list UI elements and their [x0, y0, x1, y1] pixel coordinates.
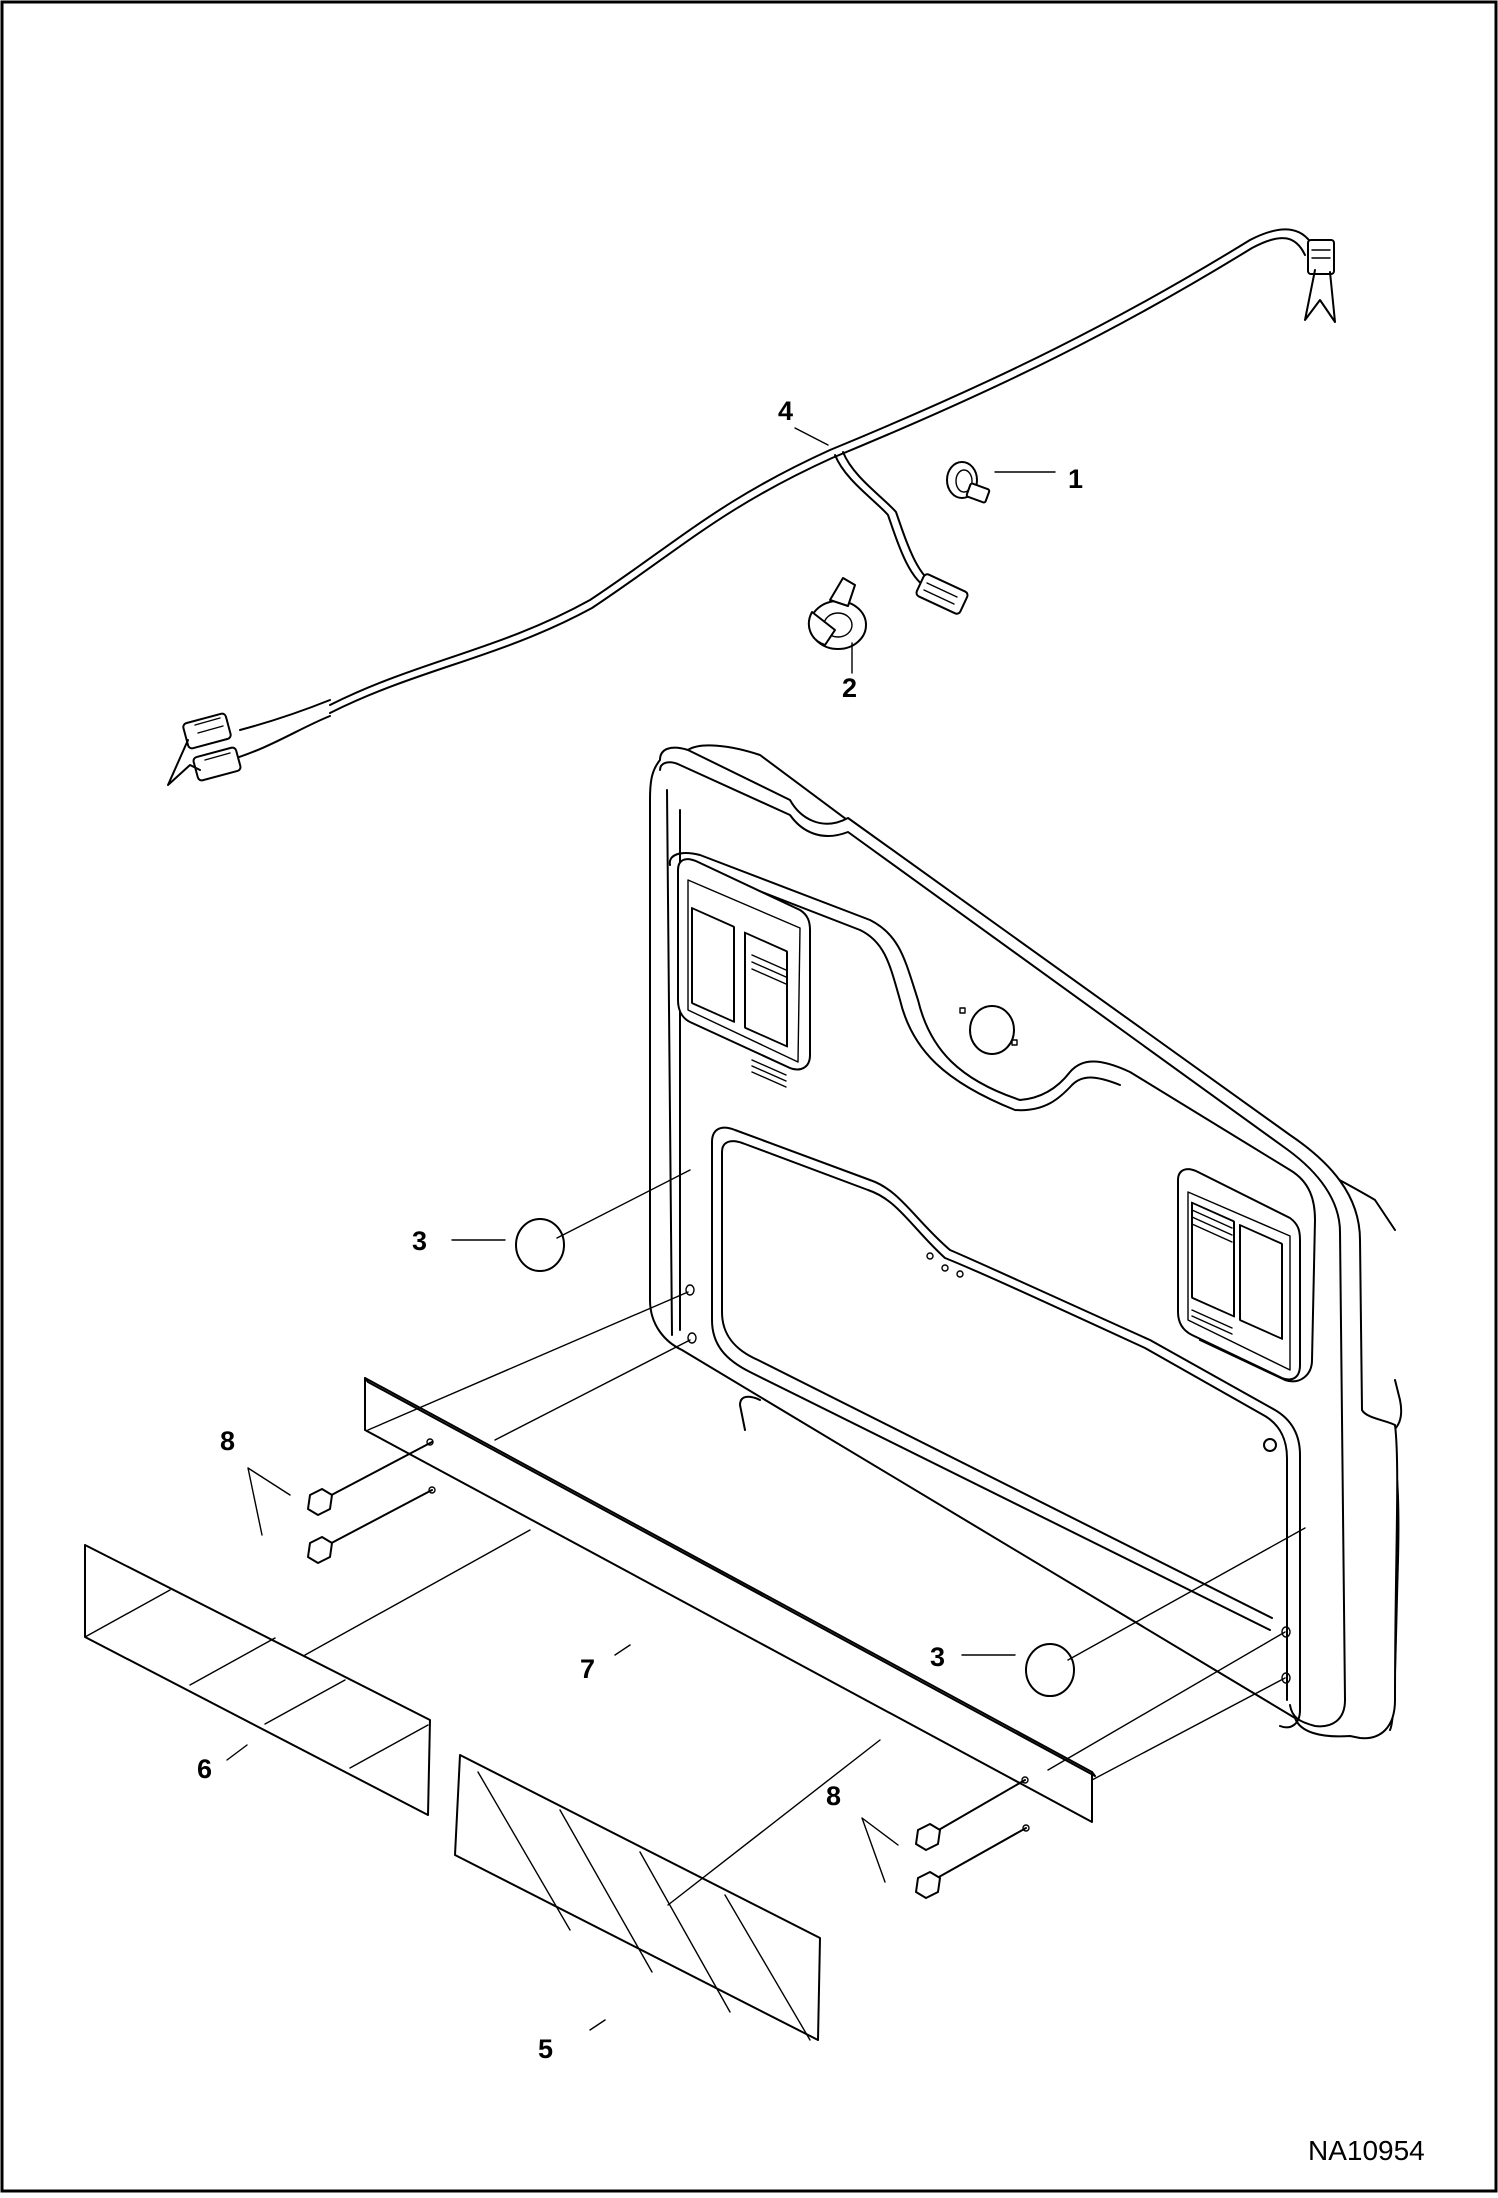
- assembly-lines: [304, 1169, 1306, 1906]
- decal-6-icon: [84, 1544, 431, 1816]
- callout-4: 4: [778, 396, 793, 426]
- callout-3-upper: 3: [412, 1226, 427, 1256]
- harness-connector-left-icon: [167, 699, 331, 786]
- callout-7: 7: [580, 1654, 595, 1684]
- wire-harness: [167, 228, 1336, 786]
- screw-set-8-right-icon: [915, 1779, 1027, 1899]
- callout-2: 2: [842, 673, 857, 703]
- screw-set-8-left-icon: [307, 1441, 433, 1564]
- clamp-1-icon: [946, 461, 991, 504]
- harness-connector-branch-icon: [915, 573, 969, 615]
- plug-3-upper-icon: [515, 1218, 565, 1272]
- leader-lines: [226, 427, 1056, 2031]
- callout-5: 5: [538, 2034, 553, 2064]
- callout-8-left: 8: [220, 1426, 235, 1456]
- figure-id: NA10954: [1308, 2135, 1425, 2166]
- callout-8-right: 8: [826, 1781, 841, 1811]
- switch-pod-upper-left-icon: [677, 858, 811, 1088]
- plug-3-lower-icon: [1025, 1643, 1075, 1697]
- callout-6: 6: [197, 1754, 212, 1784]
- switch-pod-lower-right-icon: [1177, 1168, 1301, 1381]
- harness-connector-right-icon: [1304, 239, 1336, 323]
- door-panel: [649, 744, 1403, 1740]
- callout-1: 1: [1068, 464, 1083, 494]
- callout-3-lower: 3: [930, 1642, 945, 1672]
- clip-2-icon: [807, 577, 867, 650]
- decal-5-icon: [454, 1754, 821, 2041]
- plate-7-icon: [364, 1377, 1096, 1832]
